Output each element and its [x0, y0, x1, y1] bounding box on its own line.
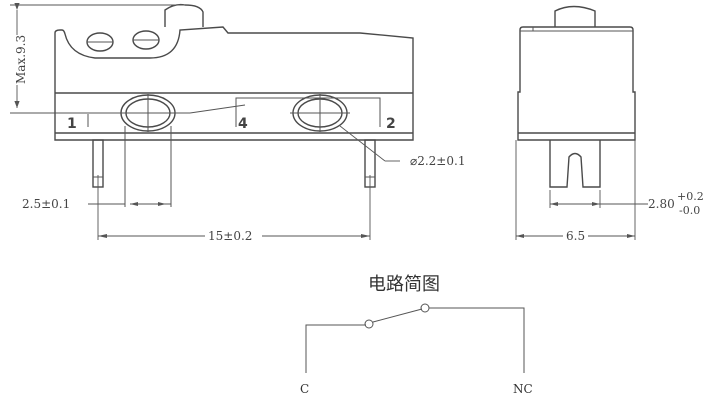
body-width-dimension: 6.5 — [566, 229, 585, 243]
pin-label-1: 1 — [67, 116, 77, 132]
pin-label-4: 4 — [238, 116, 248, 132]
height-dimension: Max.9.3 — [14, 35, 28, 84]
terminal-label-c: C — [300, 382, 309, 396]
terminal-width-tolerance-plus: +0.2 — [677, 190, 704, 203]
end-view: 2.80 +0.2 -0.0 6.5 — [515, 5, 704, 243]
switch-body — [54, 26, 414, 141]
end-body — [517, 26, 636, 141]
actuator-button — [164, 3, 204, 27]
pin-pitch-dimension: 2.5±0.1 — [22, 197, 70, 211]
terminal-width-tolerance-minus: -0.0 — [679, 204, 700, 217]
hole-diameter-dimension: ⌀2.2±0.1 — [410, 154, 465, 168]
circuit-diagram: 电路简图 C NC — [300, 274, 533, 396]
end-terminal — [549, 140, 601, 188]
end-actuator — [554, 5, 596, 27]
overall-pitch-dimension: 15±0.2 — [208, 229, 252, 243]
nc-contact-icon — [420, 303, 430, 313]
common-contact-icon — [364, 319, 374, 329]
side-view: 1 4 2 Max.9.3 2.5±0.1 15±0.2 ⌀2.2±0.1 — [10, 2, 465, 243]
terminal-label-nc: NC — [513, 382, 533, 396]
pin-label-2: 2 — [386, 116, 396, 132]
circuit-title: 电路简图 — [368, 274, 440, 295]
terminal-width-dimension: 2.80 — [648, 197, 675, 211]
